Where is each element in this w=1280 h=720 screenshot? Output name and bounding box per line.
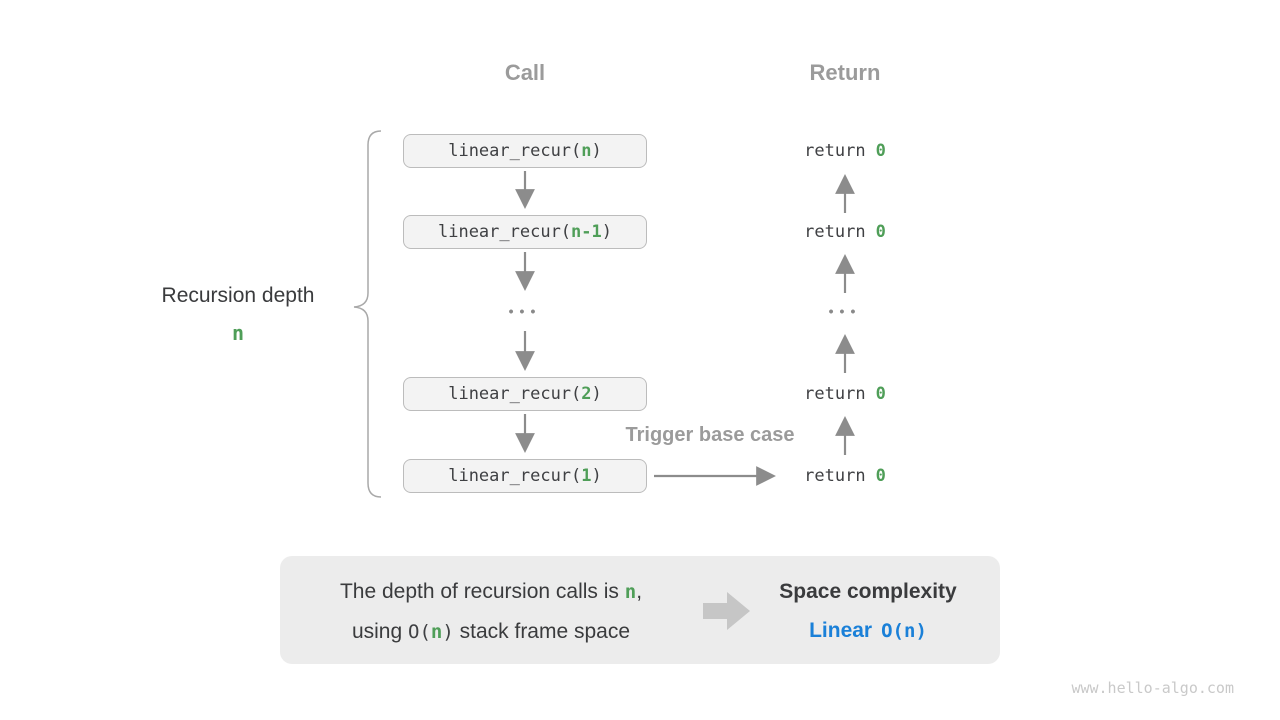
summary-text: stack frame space — [453, 620, 631, 643]
call-box-1: linear_recur(1) — [403, 459, 647, 493]
recursion-depth-brace — [353, 130, 382, 498]
code-arg: 2 — [581, 384, 592, 404]
return-keyword: return — [804, 466, 866, 486]
recursion-depth-n: n — [231, 321, 245, 345]
site-watermark: www.hello-algo.com — [1071, 679, 1234, 697]
call-ellipsis: ••• — [508, 303, 542, 319]
complexity-notation: O(n) — [881, 620, 927, 642]
return-keyword: return — [804, 222, 866, 242]
call-box-n: linear_recur(n) — [403, 134, 647, 168]
big-o-n: n — [904, 620, 916, 642]
return-value: 0 — [875, 141, 886, 161]
complexity-word: Linear — [809, 619, 873, 642]
space-complexity-title: Space complexity — [779, 580, 957, 603]
summary-text: using — [351, 620, 408, 643]
return-statement-4: return 0 — [725, 464, 965, 488]
return-statement-3: return 0 — [725, 382, 965, 406]
summary-conclusion: Space complexity Linear O(n) — [756, 572, 980, 651]
return-ellipsis: ••• — [828, 303, 862, 319]
code-text: ) — [601, 222, 613, 242]
code-arg: 1 — [581, 466, 592, 486]
summary-line-1: The depth of recursion calls is n, — [295, 572, 687, 612]
return-keyword: return — [804, 384, 866, 404]
summary-description: The depth of recursion calls is n, using… — [295, 572, 687, 652]
code-arg: n — [581, 141, 592, 161]
big-o-open: O( — [408, 621, 431, 643]
space-complexity-value: Linear O(n) — [756, 611, 980, 651]
summary-text: , — [636, 580, 643, 603]
summary-n: n — [624, 581, 637, 603]
return-value: 0 — [875, 384, 886, 404]
big-o-close: ) — [442, 621, 454, 643]
code-text: ) — [591, 384, 602, 404]
big-o-close: ) — [915, 620, 927, 642]
code-text: linear_recur( — [437, 222, 572, 242]
call-box-2: linear_recur(2) — [403, 377, 647, 411]
return-column-header: Return — [809, 60, 881, 85]
return-statement-2: return 0 — [725, 220, 965, 244]
call-column-header: Call — [504, 60, 546, 85]
recursion-depth-label: Recursion depth — [161, 284, 315, 307]
summary-line-2: using O(n) stack frame space — [295, 612, 687, 652]
summary-text: The depth of recursion calls is — [339, 580, 625, 603]
big-o-open: O( — [881, 620, 904, 642]
code-text: linear_recur( — [448, 466, 582, 486]
trigger-base-case-label: Trigger base case — [625, 424, 795, 446]
call-box-n-1: linear_recur(n-1) — [403, 215, 647, 249]
return-value: 0 — [875, 222, 886, 242]
code-text: ) — [591, 466, 602, 486]
summary-n: n — [430, 621, 443, 643]
summary-panel — [280, 556, 1000, 664]
code-text: ) — [591, 141, 602, 161]
code-text: linear_recur( — [448, 141, 582, 161]
return-value: 0 — [875, 466, 886, 486]
return-keyword: return — [804, 141, 866, 161]
return-statement-1: return 0 — [725, 139, 965, 163]
code-arg: n-1 — [571, 222, 602, 242]
code-text: linear_recur( — [448, 384, 582, 404]
